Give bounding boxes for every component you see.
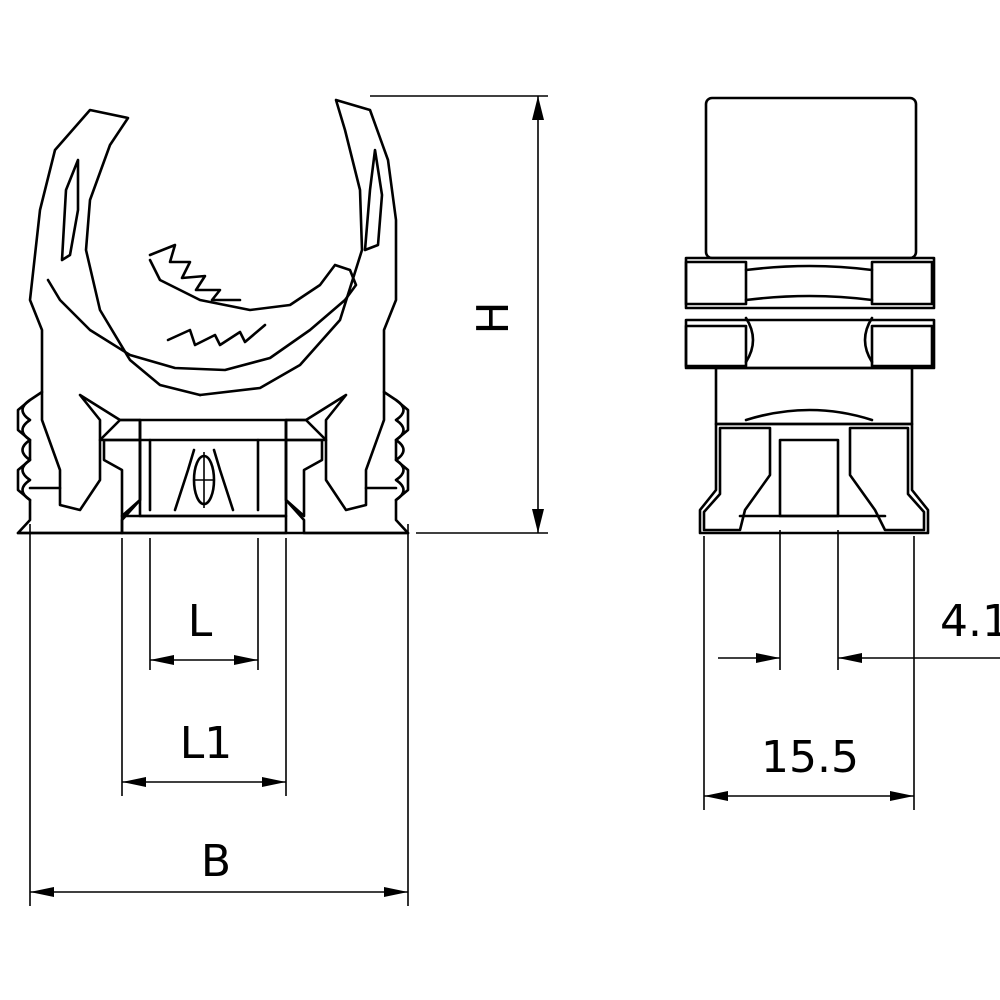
front-saddle [46, 258, 358, 372]
front-left-slot [60, 158, 80, 262]
front-right-rings [394, 398, 405, 502]
front-right-slot [363, 148, 384, 252]
side-base-hatch-left [702, 426, 772, 532]
side-upper-hatch-right [870, 260, 934, 306]
front-left-arm [28, 108, 202, 397]
side-view [684, 96, 936, 535]
front-hub-hatch-right2 [284, 438, 324, 518]
side-top-block [704, 96, 918, 260]
front-hub-hatch-right [284, 393, 348, 442]
front-left-rings [21, 398, 32, 502]
dim-l-label: L [188, 596, 213, 647]
side-lower-body [714, 366, 914, 426]
front-bottom-slot [120, 514, 288, 535]
dim-side-width-value: 15.5 [761, 732, 859, 783]
side-middle-hatch-left [684, 324, 748, 368]
front-hub-hatch-left [78, 393, 142, 442]
dim-side-hole-value: 4.1 [940, 596, 1000, 647]
front-view [16, 98, 410, 535]
dimension-lines [29, 95, 1000, 906]
dim-l1-label: L1 [180, 718, 233, 769]
front-teeth-lower [166, 323, 267, 347]
front-hub-hatch-left2 [102, 438, 142, 518]
side-upper-hatch-left [684, 260, 748, 306]
side-base-hatch-right [848, 426, 926, 532]
side-center-bore [778, 438, 840, 518]
dim-b-label: B [201, 836, 231, 887]
side-base-outline [698, 422, 930, 535]
front-center-block [138, 418, 288, 518]
side-middle-hatch-right [870, 324, 934, 368]
front-teeth-upper [148, 243, 242, 302]
front-right-arm [198, 98, 398, 397]
dim-height-label: H [468, 301, 519, 334]
